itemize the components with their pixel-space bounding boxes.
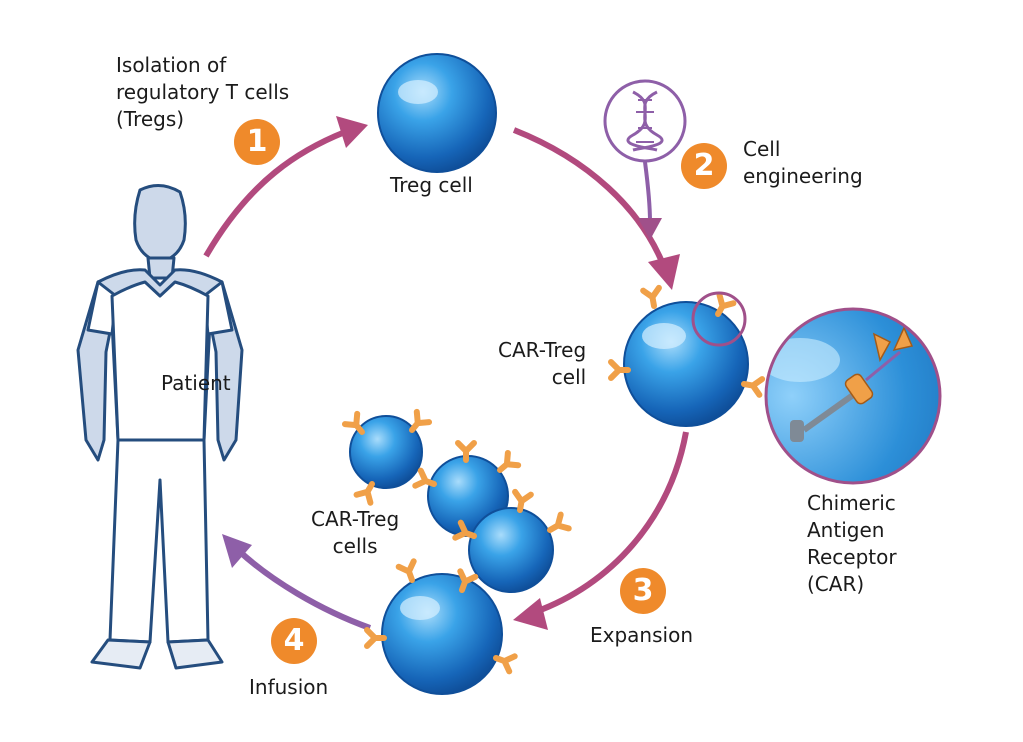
arrow-isolation xyxy=(203,116,368,258)
step-2-label: Cell engineering xyxy=(743,137,863,188)
dna-helix-icon xyxy=(603,79,687,163)
arrow-expansion xyxy=(513,431,689,630)
step-1-badge: 1 xyxy=(234,119,280,165)
step-2-badge: 2 xyxy=(681,143,727,189)
car-treg-cell xyxy=(611,288,762,427)
step-4-label: Infusion xyxy=(249,675,329,699)
patient-figure xyxy=(76,184,244,670)
car-treg-cell-label: CAR-Treg cell xyxy=(498,338,587,389)
car-label: Chimeric Antigen Receptor (CAR) xyxy=(807,491,897,596)
step-3-badge: 3 xyxy=(620,568,666,614)
step-4-badge: 4 xyxy=(271,618,317,664)
arrow-infusion xyxy=(222,534,372,631)
arrow-dna-down xyxy=(638,161,662,240)
car-treg-cells-label: CAR-Treg cells xyxy=(311,507,400,558)
arrow-engineering xyxy=(512,127,680,290)
car-zoom-view xyxy=(764,307,942,485)
step-1-label: Isolation of regulatory T cells (Tregs) xyxy=(116,53,290,131)
step-3-label: Expansion xyxy=(590,623,693,647)
patient-label: Patient xyxy=(161,371,231,395)
treg-cell xyxy=(377,53,497,173)
treg-cell-label: Treg cell xyxy=(390,173,473,197)
car-treg-cells-cluster xyxy=(345,412,569,695)
